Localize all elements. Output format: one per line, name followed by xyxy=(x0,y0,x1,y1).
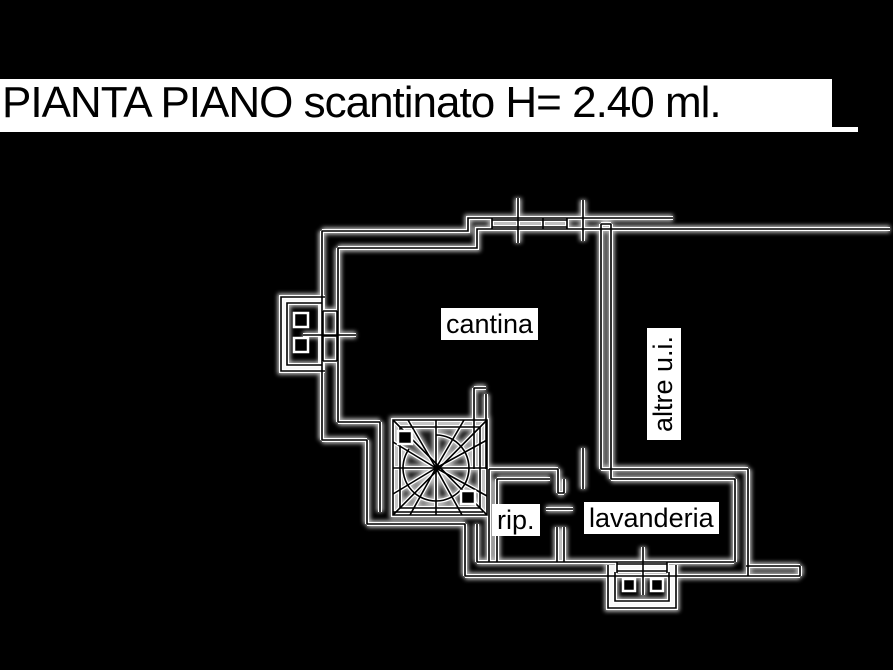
room-label-cantina: cantina xyxy=(441,308,539,340)
wall-ink-layer xyxy=(280,197,891,609)
wall-halo-layer xyxy=(279,196,892,610)
well-pane-square xyxy=(621,577,637,593)
well-pane-square xyxy=(649,577,665,593)
room-label-rip: rip. xyxy=(492,504,540,536)
stair-newel-square xyxy=(459,489,477,506)
title-underline xyxy=(0,127,858,132)
well-pane-square xyxy=(292,311,310,329)
stair-newel-square xyxy=(396,429,414,446)
pane-squares xyxy=(292,311,665,593)
room-label-lavanderia: lavanderia xyxy=(584,502,719,534)
title-bar: PIANTA PIANO scantinato H= 2.40 ml. xyxy=(0,79,832,127)
wall-glow-layer xyxy=(281,198,890,608)
page-title: PIANTA PIANO scantinato H= 2.40 ml. xyxy=(2,78,722,127)
room-label-altre-ui: altre u.i. xyxy=(647,328,681,440)
well-pane-square xyxy=(292,336,310,354)
